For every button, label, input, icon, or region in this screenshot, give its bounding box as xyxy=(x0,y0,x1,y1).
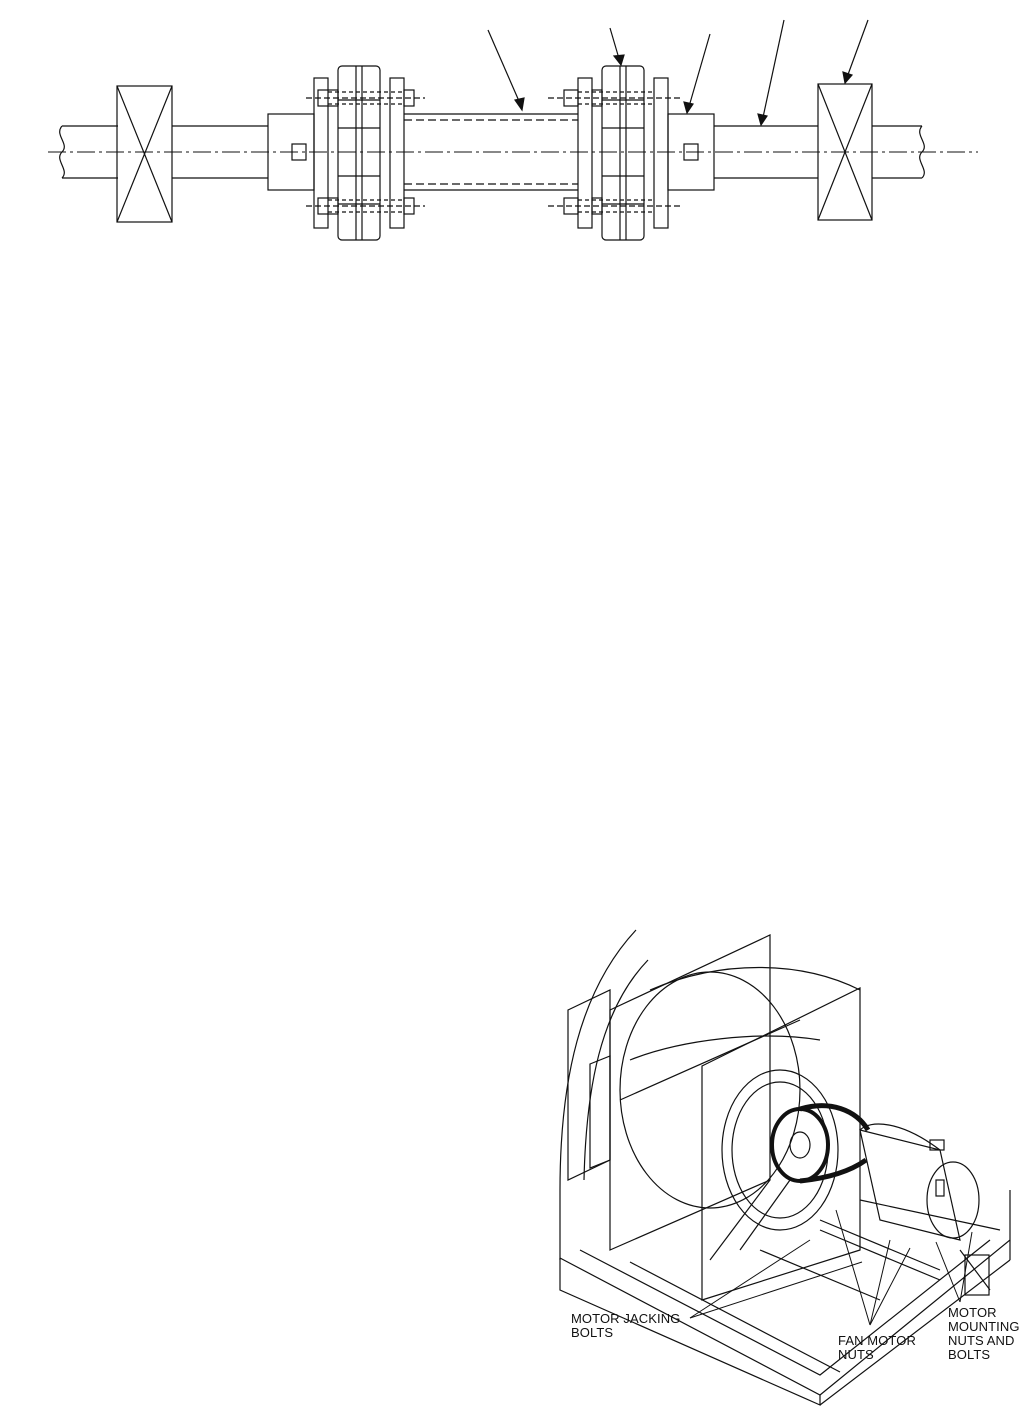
callout-leaders xyxy=(689,1209,973,1326)
base-frame xyxy=(559,1190,1011,1406)
left-side-panel xyxy=(609,934,771,1251)
fan-housing-drum xyxy=(619,966,861,1209)
belt-drive xyxy=(709,1103,871,1261)
rear-side-panel xyxy=(567,989,611,1181)
motor-base-rails xyxy=(759,1199,1001,1301)
callout-motor-jacking-bolts: MOTOR JACKING BOLTS xyxy=(571,1311,681,1340)
spacer-tube xyxy=(404,113,578,191)
right-coupling-assembly xyxy=(548,65,699,241)
left-coupling-assembly xyxy=(291,65,425,241)
fan-pulley xyxy=(770,1107,830,1183)
left-bearing-block xyxy=(116,85,173,223)
callout-fan-motor-nuts: FAN MOTOR NUTS xyxy=(838,1333,916,1362)
housing-curve xyxy=(559,929,637,1260)
leader-arrows xyxy=(487,19,869,127)
front-panel xyxy=(701,987,861,1301)
callout-motor-mounting-nuts-and-bolts: MOTOR MOUNTING NUTS AND BOLTS xyxy=(948,1305,1020,1362)
inlet-ring xyxy=(721,1069,839,1231)
motor-end-cap xyxy=(926,1161,980,1239)
shaft-coupling-diagram xyxy=(48,19,978,241)
motor xyxy=(859,1123,980,1241)
